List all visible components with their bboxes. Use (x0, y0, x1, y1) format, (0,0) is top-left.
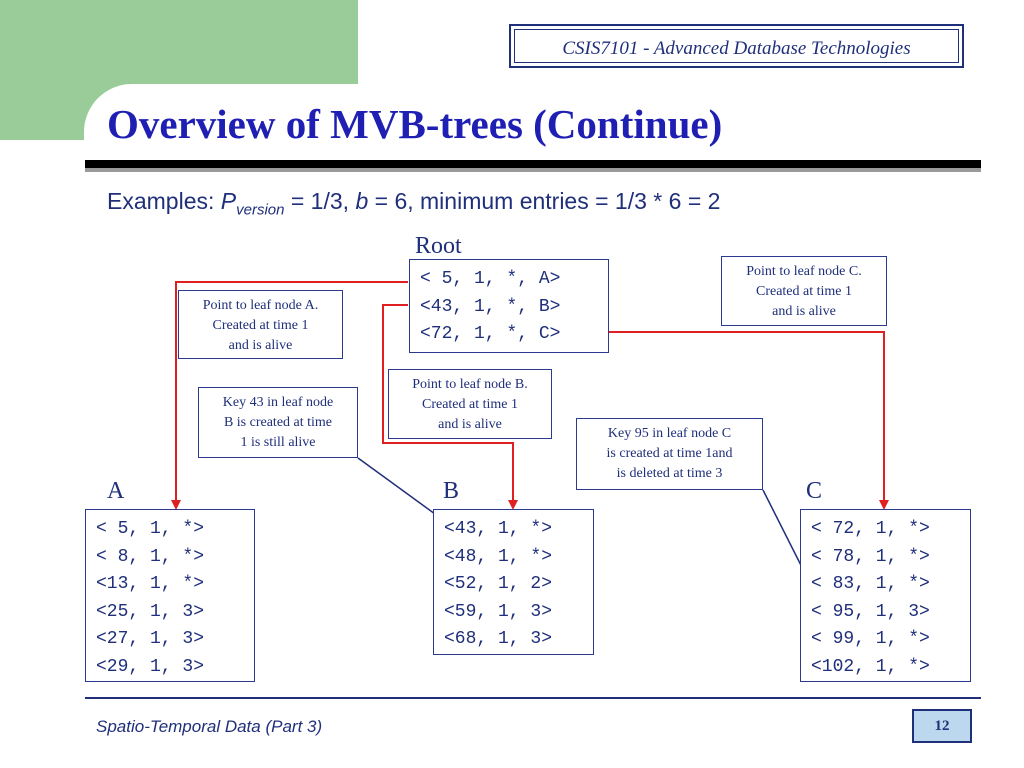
leaf-entry: < 78, 1, *> (811, 546, 930, 567)
examples-part1: = 1/3, (284, 188, 356, 214)
leaf-entry: <43, 1, *> (444, 519, 553, 539)
note-leaf-b: Point to leaf node B. Created at time 1 … (388, 369, 552, 439)
note-leaf-c: Point to leaf node C. Created at time 1 … (721, 256, 887, 326)
leaf-entry: <68, 1, 3> (444, 629, 553, 649)
note-key43: Key 43 in leaf node B is created at time… (198, 387, 358, 458)
course-title: CSIS7101 - Advanced Database Technologie… (562, 38, 911, 59)
pointer-root-to-b (382, 304, 518, 510)
leaf-entry: < 83, 1, *> (811, 574, 930, 594)
leaf-entry: <52, 1, 2> (444, 574, 553, 594)
pointer-root-to-a (171, 281, 408, 510)
leaf-node-c: < 72, 1, *> < 78, 1, *> < 83, 1, *> < 95… (800, 509, 971, 682)
footer-text: Spatio-Temporal Data (Part 3) (96, 717, 323, 736)
note-line: Key 43 in leaf node (222, 395, 334, 410)
leaf-entry: < 95, 1, 3> (811, 601, 930, 622)
note-line: Created at time 1 (212, 318, 309, 333)
slide-title: Overview of MVB-trees (Continue) (107, 101, 723, 147)
note-line: Key 95 in leaf node C (607, 426, 732, 441)
note-line: Point to leaf node B. (412, 377, 528, 392)
leaf-entry: <13, 1, *> (96, 574, 205, 594)
note-line: and is alive (438, 417, 502, 432)
examples-line: Examples: Pversion = 1/3, b = 6, minimum… (107, 188, 720, 219)
p-subscript: version (236, 201, 285, 219)
course-header-box: CSIS7101 - Advanced Database Technologie… (509, 24, 964, 68)
note-line: and is alive (772, 304, 836, 319)
leaf-entry: <59, 1, 3> (444, 601, 553, 622)
note-line: is created at time 1and (606, 446, 733, 461)
leaf-label-a: A (107, 478, 125, 504)
root-entry: <72, 1, *, C> (420, 324, 561, 344)
root-label: Root (415, 233, 462, 259)
note-line: is deleted at time 3 (616, 466, 723, 481)
note-line: Created at time 1 (421, 397, 519, 412)
note-line: 1 is still alive (240, 435, 316, 450)
leaf-entry: < 99, 1, *> (811, 629, 930, 649)
leaf-entry: < 5, 1, *> (96, 519, 205, 539)
leaf-label-c: C (806, 478, 823, 504)
note-key95: Key 95 in leaf node C is created at time… (576, 418, 763, 490)
leaf-entry: <27, 1, 3> (96, 629, 205, 649)
leaf-entry: <102, 1, *> (811, 656, 930, 677)
footer-divider (85, 697, 981, 699)
callout-key43 (357, 457, 448, 524)
p-variable: P (220, 188, 237, 214)
leaf-label-b: B (443, 478, 460, 504)
root-entry: <43, 1, *, B> (420, 296, 561, 317)
leaf-entry: < 72, 1, *> (811, 519, 930, 539)
note-line: Point to leaf node A. (202, 298, 319, 313)
note-line: and is alive (228, 338, 293, 353)
note-line: B is created at time (223, 415, 333, 430)
title-divider (85, 160, 981, 168)
title-divider-shadow (85, 168, 981, 172)
leaf-entry: < 8, 1, *> (96, 546, 205, 567)
leaf-entry: <25, 1, 3> (96, 601, 205, 622)
page-number: 12 (912, 709, 972, 743)
course-header-inner-frame (514, 29, 959, 63)
examples-prefix: Examples: (107, 188, 221, 214)
leaf-node-a: < 5, 1, *> < 8, 1, *> <13, 1, *> <25, 1,… (85, 509, 255, 682)
leaf-entry: <29, 1, 3> (96, 656, 205, 677)
root-node: < 5, 1, *, A> <43, 1, *, B> <72, 1, *, C… (409, 259, 609, 353)
leaf-entry: <48, 1, *> (444, 546, 553, 567)
examples-part2: = 6, minimum entries = 1/3 * 6 = 2 (368, 188, 721, 214)
root-entry: < 5, 1, *, A> (420, 269, 561, 289)
pointer-root-to-c (608, 331, 889, 510)
b-variable: b (355, 188, 369, 214)
note-line: Created at time 1 (755, 284, 853, 299)
note-leaf-a: Point to leaf node A. Created at time 1 … (178, 290, 343, 359)
note-line: Point to leaf node C. (746, 264, 862, 279)
leaf-node-b: <43, 1, *> <48, 1, *> <52, 1, 2> <59, 1,… (433, 509, 594, 655)
